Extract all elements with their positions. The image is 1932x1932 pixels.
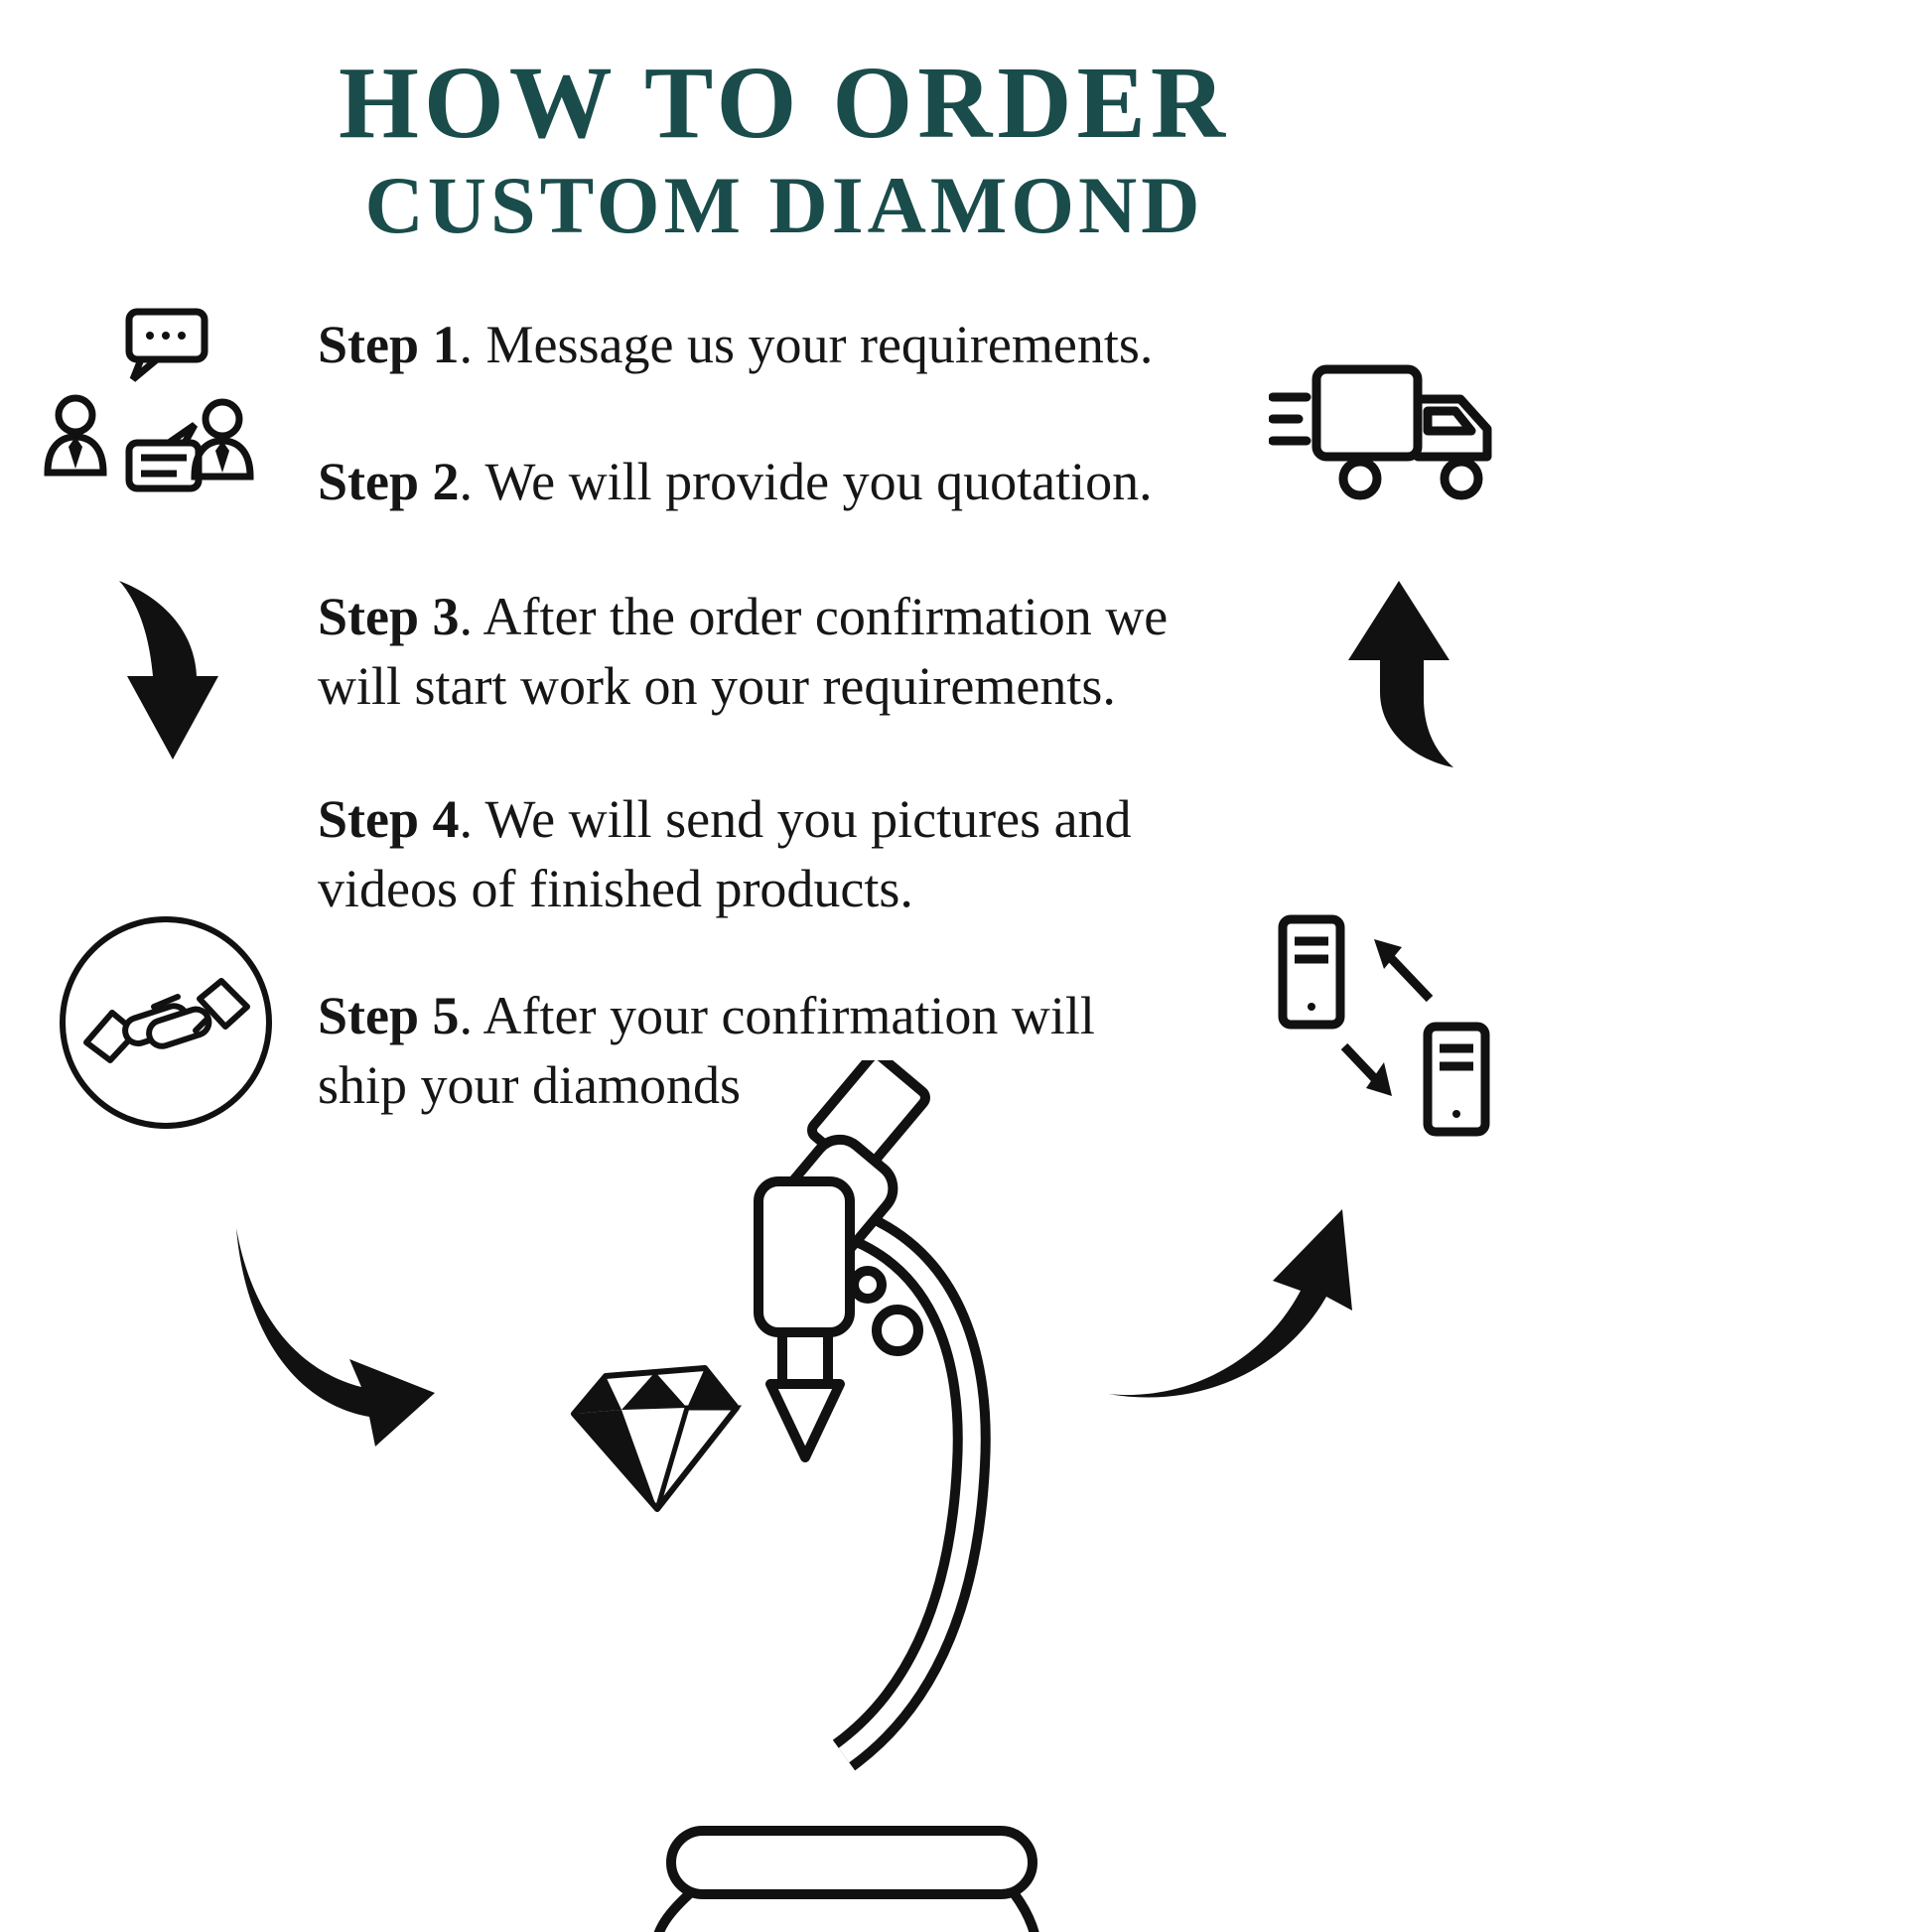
handshake-circle-icon [55,911,278,1135]
step-5-label: Step 5 [318,986,460,1045]
step-4-text: . We will send you pictures and videos o… [318,789,1132,919]
step-4: Step 4. We will send you pictures and vi… [318,784,1271,923]
data-exchange-icon [1273,911,1496,1142]
step-2-text: . We will provide you quotation. [459,452,1153,511]
swoosh-arrow-upright-icon [1104,1203,1357,1414]
step-5: Step 5. After your confirmation will shi… [318,981,1211,1120]
step-2: Step 2. We will provide you quotation. [318,447,1271,516]
title-line-1: HOW TO ORDER [339,46,1230,160]
microscope-diamond-icon [548,1060,1042,1932]
step-3: Step 3. After the order confirmation we … [318,582,1296,721]
delivery-truck-icon [1269,357,1502,518]
chat-people-icon [38,298,261,521]
step-3-text: . After the order confirmation we will s… [318,587,1169,717]
step-1-label: Step 1 [318,315,460,374]
step-3-label: Step 3 [318,587,460,646]
swoosh-arrow-right-icon [230,1226,439,1447]
curved-arrow-up-icon [1342,581,1456,779]
title-line-2: CUSTOM DIAMOND [364,160,1204,250]
step-1-text: . Message us your requirements. [459,315,1154,374]
step-5-text: . After your confirmation will ship your… [318,986,1095,1116]
curved-arrow-down-icon [111,581,235,779]
step-1: Step 1. Message us your requirements. [318,310,1271,379]
step-4-label: Step 4 [318,789,460,849]
page-title: HOW TO ORDER CUSTOM DIAMOND [0,52,1569,246]
step-2-label: Step 2 [318,452,460,511]
